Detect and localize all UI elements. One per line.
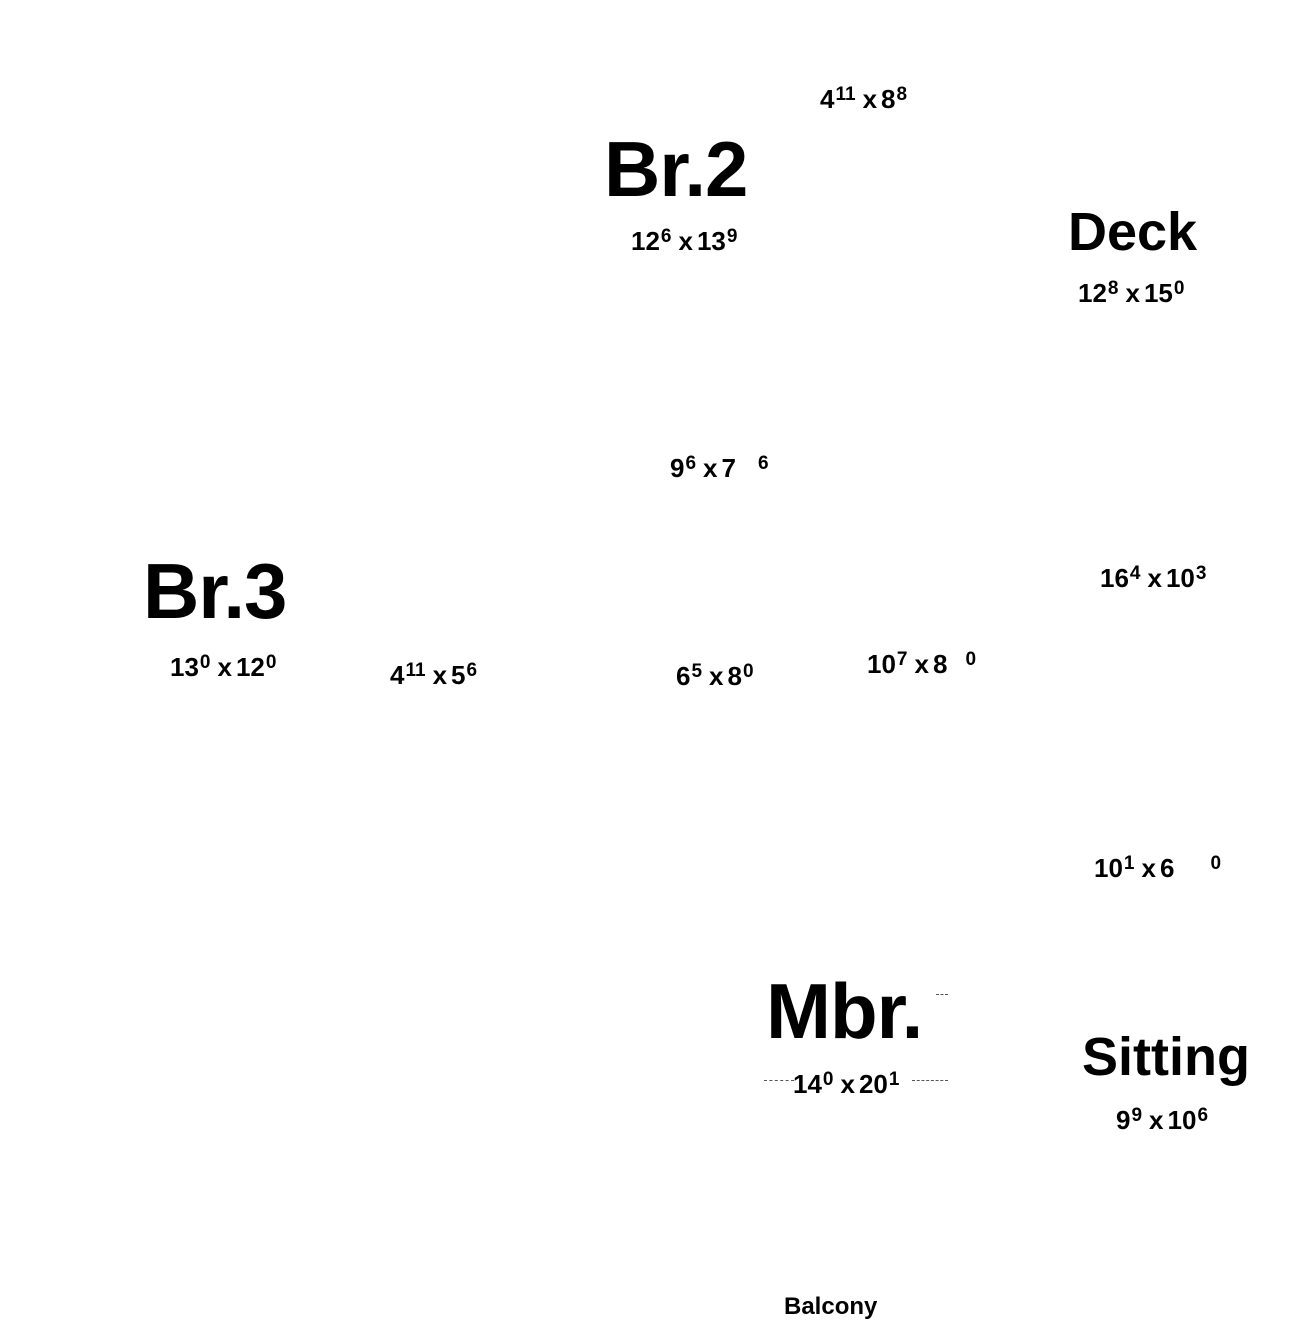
room-label-deck: Deck [1068, 202, 1198, 262]
room-label-mbr: Mbr. [766, 967, 923, 1055]
dashed-line-right [912, 1080, 948, 1081]
dashed-line-top [936, 994, 948, 995]
dashed-line-left [764, 1080, 794, 1081]
room-label-balcony: Balcony [784, 1293, 878, 1320]
room-label-sitting: Sitting [1082, 1027, 1250, 1087]
room-label-br3: Br.3 [143, 547, 287, 635]
room-label-br2: Br.2 [604, 125, 748, 213]
